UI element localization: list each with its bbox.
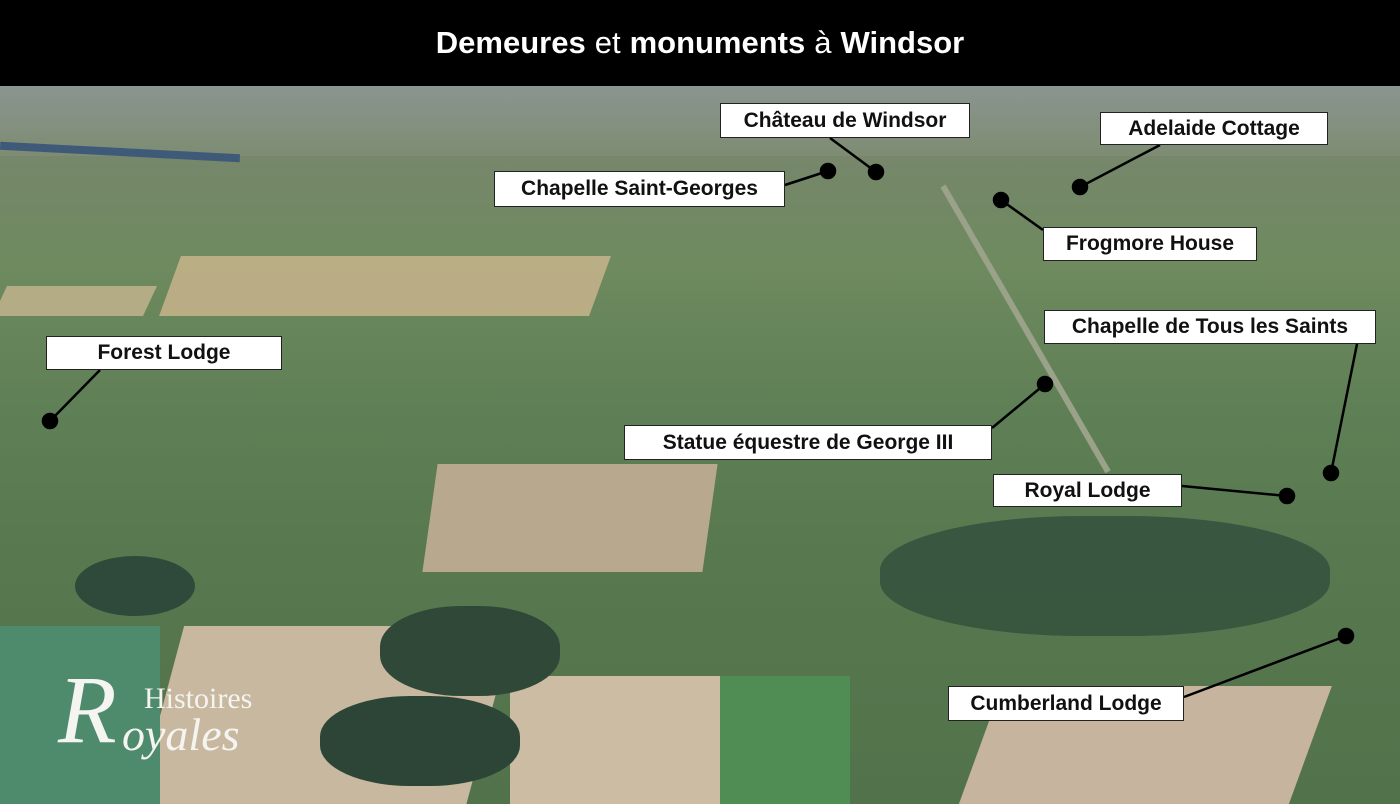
title-word: Demeures [435, 25, 586, 60]
woods [380, 606, 560, 696]
marker-dot[interactable] [1322, 464, 1340, 482]
leader-line [1329, 343, 1359, 474]
marker-dot[interactable] [41, 412, 59, 430]
label-statue-george-iii: Statue équestre de George III [624, 425, 992, 460]
leader-line [1183, 634, 1347, 699]
label-adelaide-cottage: Adelaide Cottage [1100, 112, 1328, 145]
field [510, 676, 740, 804]
leader-lines [41, 136, 1359, 699]
label-cumberland-lodge: Cumberland Lodge [948, 686, 1184, 721]
woods [880, 516, 1330, 636]
label-chapelle-saint-georges: Chapelle Saint-Georges [494, 171, 785, 207]
title-word: Windsor [840, 25, 965, 60]
leader-line [1000, 198, 1044, 232]
label-chapelle-tous-les-saints: Chapelle de Tous les Saints [1044, 310, 1376, 344]
leader-line [829, 136, 877, 174]
label-frogmore-house: Frogmore House [1043, 227, 1257, 261]
field [720, 676, 850, 804]
woods [75, 556, 195, 616]
title-word: à [814, 25, 832, 60]
logo-initial: R [58, 656, 117, 763]
marker-dot[interactable] [1036, 375, 1054, 393]
aerial-map: Château de Windsor Adelaide Cottage Chap… [0, 86, 1400, 804]
marker-dot[interactable] [1337, 627, 1355, 645]
leader-line [1079, 143, 1161, 189]
leader-line [991, 383, 1046, 429]
histoires-royales-logo: R Histoires oyales [58, 656, 278, 768]
title-word: monuments [629, 25, 806, 60]
title-word: et [594, 25, 621, 60]
marker-dot[interactable] [867, 163, 885, 181]
marker-dot[interactable] [1278, 487, 1296, 505]
label-forest-lodge: Forest Lodge [46, 336, 282, 370]
label-chateau-de-windsor: Château de Windsor [720, 103, 970, 138]
woods [320, 696, 520, 786]
logo-line2: oyales [122, 709, 240, 760]
marker-dot[interactable] [992, 191, 1010, 209]
marker-dot[interactable] [819, 162, 837, 180]
leader-line [1181, 484, 1288, 498]
marker-dot[interactable] [1071, 178, 1089, 196]
logo-line1: Histoires [144, 682, 253, 715]
leader-line [49, 369, 101, 422]
field [0, 626, 160, 804]
label-royal-lodge: Royal Lodge [993, 474, 1182, 507]
